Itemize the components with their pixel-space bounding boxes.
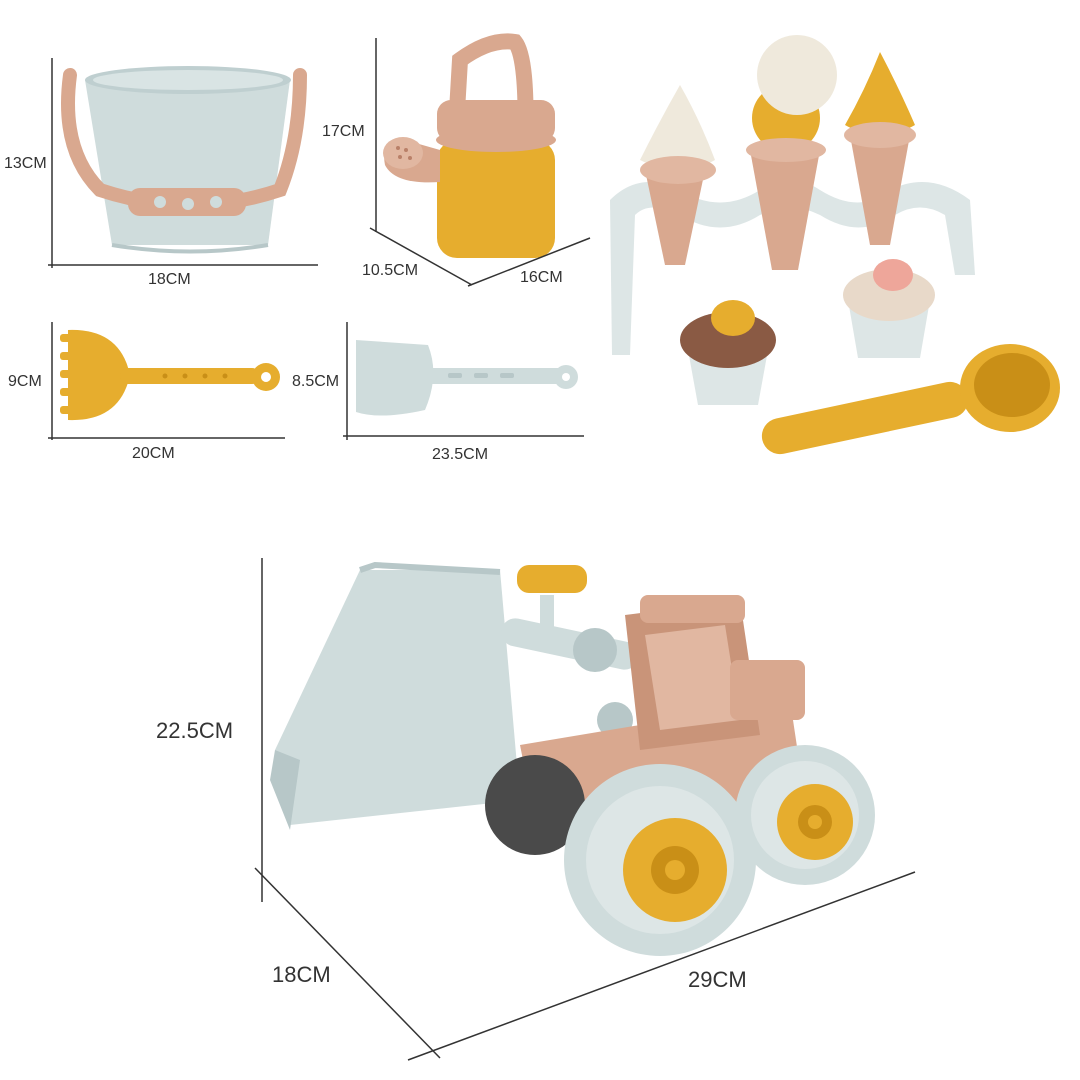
shovel-height-label: 8.5CM — [292, 373, 339, 390]
rake-dimensions: 9CM 20CM — [8, 322, 285, 462]
bulldozer-depth-label: 18CM — [272, 962, 331, 987]
bucket-width-label: 18CM — [148, 271, 191, 288]
watering-can-height-label: 17CM — [322, 123, 365, 140]
bulldozer-toy — [270, 561, 875, 956]
watering-can-depth-label: 10.5CM — [362, 262, 418, 279]
bulldozer-dimensions: 22.5CM 18CM 29CM — [156, 558, 916, 1061]
ice-cream-set-toy — [610, 35, 1060, 455]
shovel-width-label: 23.5CM — [432, 446, 488, 463]
bucket-height-label: 13CM — [4, 155, 47, 172]
shovel-toy — [356, 340, 578, 416]
rake-toy — [60, 329, 280, 421]
bulldozer-width-label: 29CM — [688, 967, 747, 992]
bulldozer-height-label: 22.5CM — [156, 718, 233, 743]
shovel-dimensions: 8.5CM 23.5CM — [292, 322, 584, 463]
rake-height-label: 9CM — [8, 373, 42, 390]
bucket-toy — [61, 66, 307, 254]
watering-can-dimensions: 17CM 10.5CM 16CM — [322, 38, 591, 287]
watering-can-toy — [383, 33, 556, 258]
rake-width-label: 20CM — [132, 445, 175, 462]
watering-can-width-label: 16CM — [520, 269, 563, 286]
bucket-dimensions: 13CM 18CM — [4, 58, 318, 288]
